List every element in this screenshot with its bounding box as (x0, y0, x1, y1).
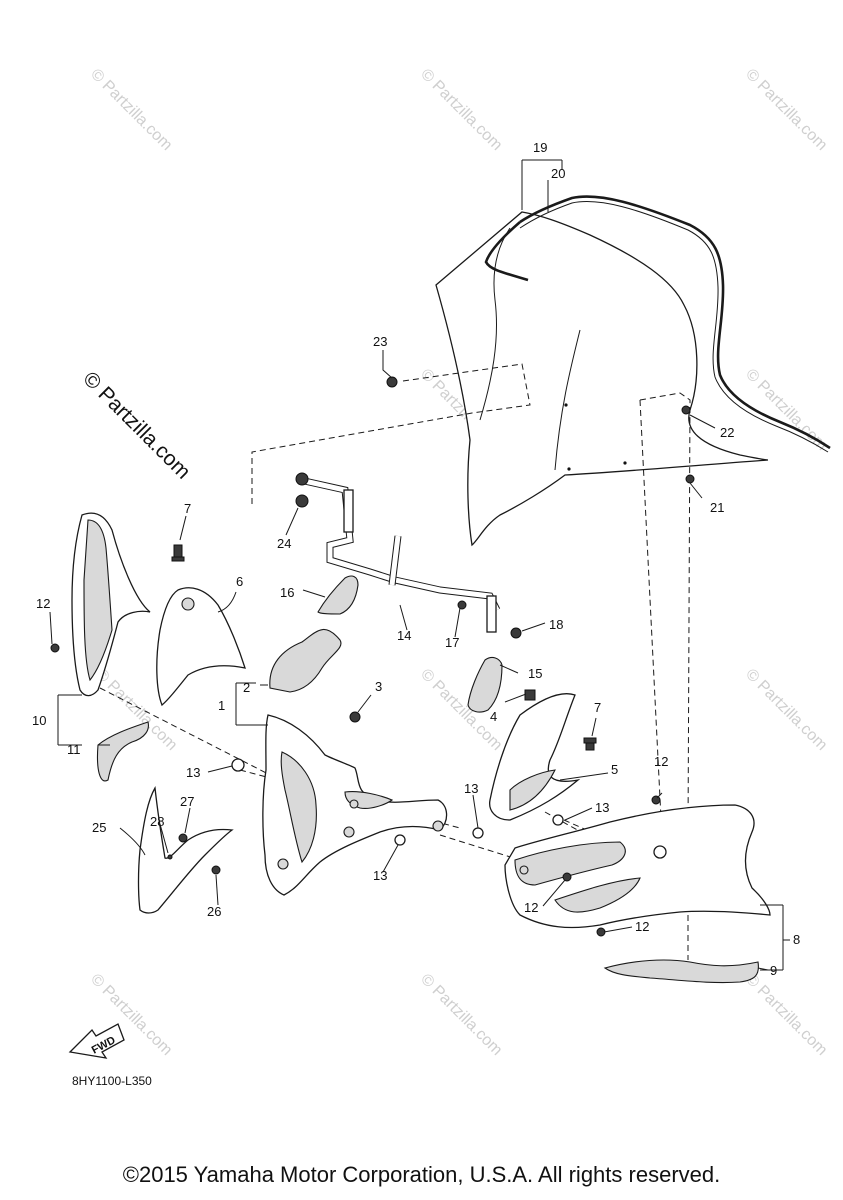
callout-14: 14 (397, 628, 411, 643)
air-duct-2 (269, 629, 342, 693)
side-panel-left (71, 512, 151, 697)
callout-6: 6 (236, 574, 243, 589)
side-cowl-8 (504, 804, 771, 929)
callout-24: 24 (277, 536, 291, 551)
callout-3: 3 (375, 679, 382, 694)
callout-2: 2 (243, 680, 250, 695)
callout-21: 21 (710, 500, 724, 515)
callout-10: 10 (32, 713, 46, 728)
callout-7-left: 7 (184, 501, 191, 516)
inner-panel-5 (489, 693, 581, 821)
diagram-reference-code: 8HY1100-L350 (72, 1074, 152, 1088)
callout-12-right: 12 (654, 754, 668, 769)
callout-9: 9 (770, 963, 777, 978)
callout-28: 28 (150, 814, 164, 829)
watermark-small: © Partzilla.com (417, 66, 505, 154)
callout-12-left: 12 (36, 596, 50, 611)
watermark-small: © Partzilla.com (417, 971, 505, 1059)
copyright-notice: ©2015 Yamaha Motor Corporation, U.S.A. A… (122, 1162, 721, 1187)
callout-1: 1 (218, 698, 225, 713)
callout-19: 19 (533, 140, 547, 155)
screw-7-left (171, 544, 185, 562)
mirror-base-16 (317, 575, 359, 615)
mirror-base-15 (467, 656, 503, 713)
screw-7-right (583, 737, 597, 751)
fasteners (50, 376, 695, 937)
trim-piece-11 (96, 721, 149, 782)
callout-4: 4 (490, 709, 497, 724)
callout-18: 18 (549, 617, 563, 632)
callout-26: 26 (207, 904, 221, 919)
callout-22: 22 (720, 425, 734, 440)
trim-strip-9 (603, 959, 759, 984)
callout-20: 20 (551, 166, 565, 181)
front-cowl-1 (262, 714, 448, 896)
callout-15: 15 (528, 666, 542, 681)
callout-12-mid: 12 (524, 900, 538, 915)
callout-13-right: 13 (595, 800, 609, 815)
callout-8: 8 (793, 932, 800, 947)
windshield-trim (484, 195, 831, 453)
windshield (435, 211, 769, 547)
watermark-main: © Partzilla.com (78, 367, 194, 483)
callout-leaders (49, 159, 790, 971)
callout-12-low: 12 (635, 919, 649, 934)
callout-25: 25 (92, 820, 106, 835)
callout-13-bottom: 13 (373, 868, 387, 883)
callout-17: 17 (445, 635, 459, 650)
callout-7-right: 7 (594, 700, 601, 715)
callout-13-top: 13 (464, 781, 478, 796)
inner-panel-6 (156, 587, 246, 707)
callout-23: 23 (373, 334, 387, 349)
cowling-stay (299, 476, 501, 633)
callout-27: 27 (180, 794, 194, 809)
callout-16: 16 (280, 585, 294, 600)
watermark-small: © Partzilla.com (742, 666, 830, 754)
watermark-small: © Partzilla.com (87, 66, 175, 154)
callout-13-left: 13 (186, 765, 200, 780)
callout-5: 5 (611, 762, 618, 777)
callout-labels: 19 20 23 22 21 24 7 6 16 14 17 18 15 12 … (32, 140, 800, 978)
watermark-small: © Partzilla.com (742, 971, 830, 1059)
fwd-arrow-icon: FWD (68, 1023, 125, 1059)
watermark-small: © Partzilla.com (742, 66, 830, 154)
callout-11: 11 (67, 742, 81, 757)
